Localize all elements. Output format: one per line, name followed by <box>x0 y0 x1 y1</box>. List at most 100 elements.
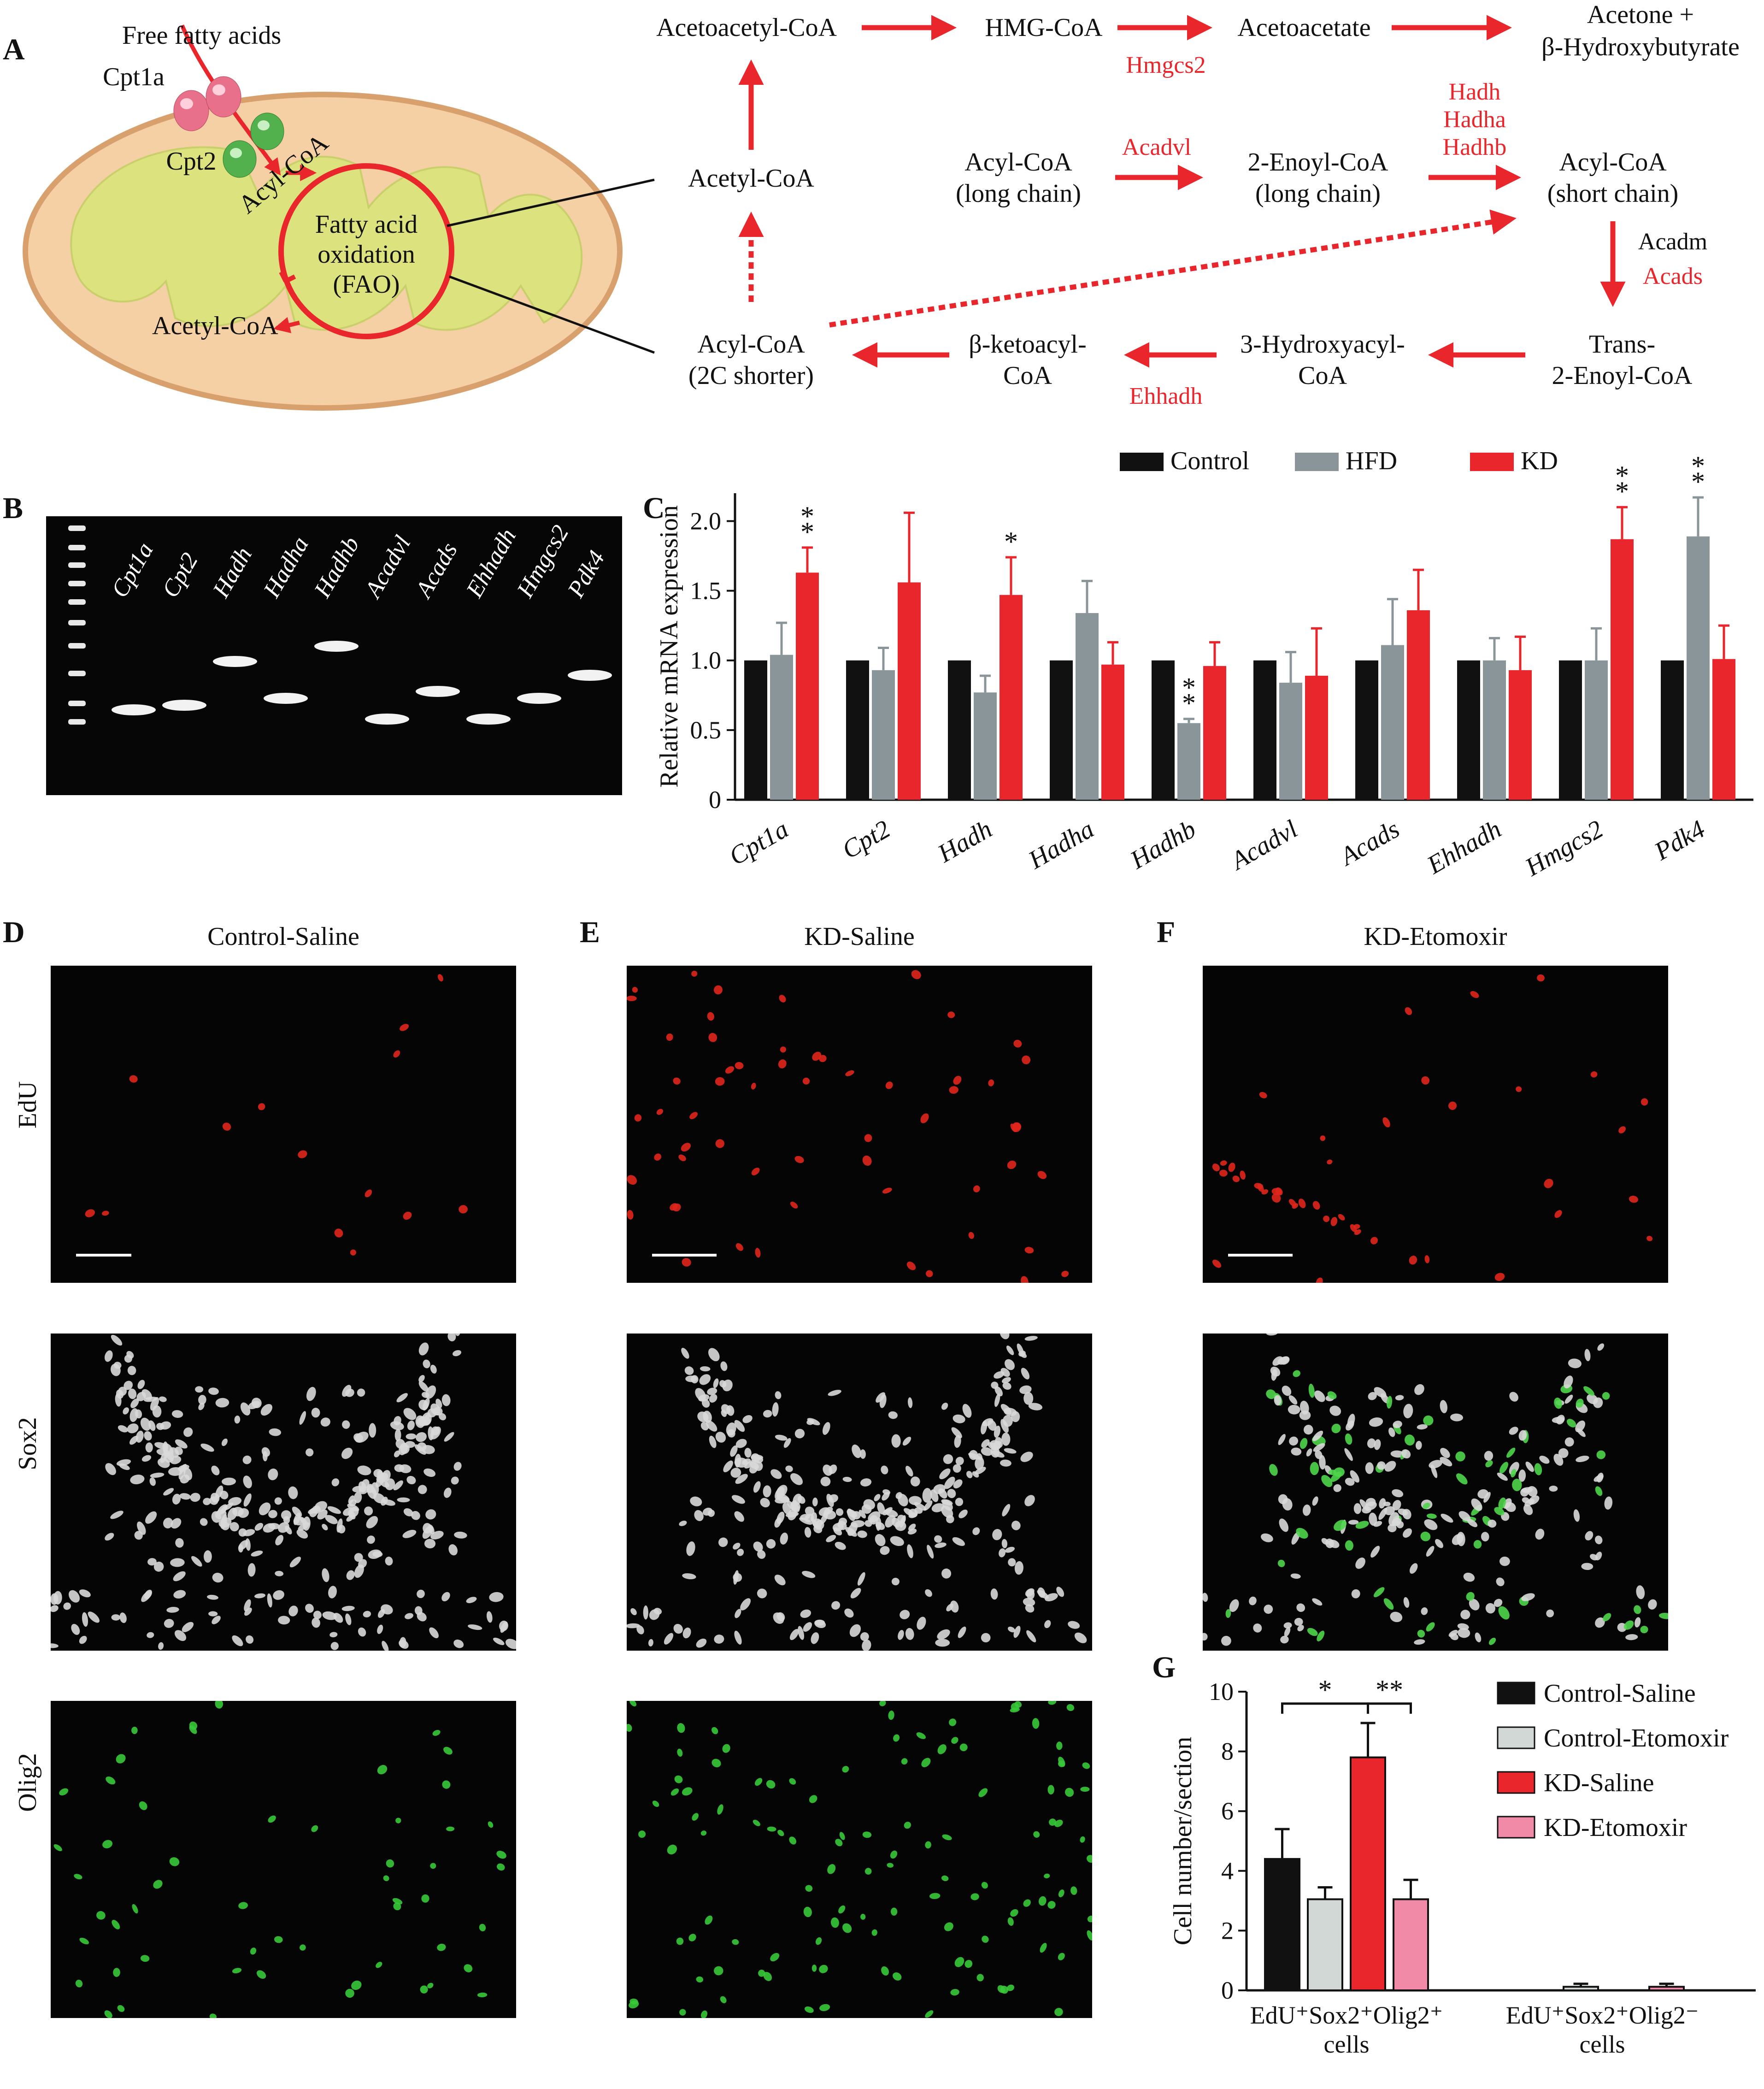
cell-nucleus <box>740 1598 751 1611</box>
cell-nucleus <box>1321 1475 1333 1487</box>
cell-nucleus <box>707 1387 717 1395</box>
cell-nucleus <box>699 1374 711 1385</box>
cell-nucleus <box>904 1822 911 1829</box>
cell-nucleus <box>875 1534 886 1546</box>
cell-nucleus <box>183 1467 193 1481</box>
cell-nucleus <box>1021 1368 1030 1380</box>
cell-nucleus <box>1032 1718 1040 1729</box>
fao-label-1: Fatty acid <box>315 210 418 239</box>
cell-nucleus <box>1506 1447 1516 1458</box>
cell-nucleus <box>1566 1419 1576 1428</box>
cell-nucleus <box>273 1590 284 1600</box>
cell-nucleus <box>1523 1504 1533 1515</box>
cell-nucleus <box>667 1844 677 1855</box>
cell-nucleus <box>1374 1387 1387 1398</box>
cell-nucleus <box>364 1506 373 1516</box>
cell-nucleus <box>927 1545 934 1559</box>
cell-nucleus <box>1302 1504 1311 1516</box>
cell-nucleus <box>718 1537 728 1547</box>
cell-nucleus <box>394 1450 400 1458</box>
cell-nucleus <box>1552 1416 1565 1423</box>
cell-nucleus <box>862 1640 871 1651</box>
cell-nucleus <box>254 1522 264 1531</box>
cell-nucleus <box>1056 1741 1063 1750</box>
panel-label-c: C <box>643 491 665 525</box>
cell-nucleus <box>1458 1628 1470 1638</box>
cell-nucleus <box>246 1635 254 1644</box>
cell-nucleus <box>908 1512 917 1518</box>
cell-nucleus <box>885 1515 895 1528</box>
cell-nucleus <box>288 1486 298 1499</box>
cell-nucleus <box>857 1530 867 1538</box>
cell-nucleus <box>1646 1236 1653 1241</box>
cell-nucleus <box>1417 1629 1425 1638</box>
cell-nucleus <box>406 1433 417 1440</box>
chart-g-xtick-label-2: cells <box>1580 2030 1625 2058</box>
cell-nucleus <box>1511 1469 1517 1478</box>
cell-nucleus <box>51 1593 59 1605</box>
cell-nucleus <box>973 1185 980 1192</box>
cell-nucleus <box>677 1723 685 1733</box>
cell-nucleus <box>1641 1098 1648 1106</box>
cell-nucleus <box>831 1601 841 1610</box>
cell-nucleus <box>753 1481 761 1493</box>
cell-nucleus <box>723 1460 733 1473</box>
cell-nucleus <box>118 1425 128 1433</box>
cell-nucleus <box>497 1863 505 1871</box>
scale-bar-f <box>1228 1254 1293 1257</box>
cell-nucleus <box>811 1632 819 1644</box>
cell-nucleus <box>1440 1400 1447 1413</box>
cell-nucleus <box>1379 1498 1386 1509</box>
cell-nucleus <box>163 1488 174 1496</box>
cell-nucleus <box>1435 1539 1444 1548</box>
cell-nucleus <box>1038 1896 1047 1906</box>
cell-nucleus <box>263 1523 276 1533</box>
cell-nucleus <box>390 1421 404 1430</box>
chart-c-significance: * <box>800 517 814 547</box>
cell-nucleus <box>399 1640 409 1649</box>
cell-nucleus <box>275 1534 284 1546</box>
cell-nucleus <box>1323 1216 1330 1222</box>
cell-nucleus <box>459 1205 468 1214</box>
cell-nucleus <box>997 1985 1005 1993</box>
cell-nucleus <box>1388 1524 1397 1533</box>
chart-c-xtick-label: Cpt2 <box>837 815 895 865</box>
cell-nucleus <box>676 1937 684 1945</box>
chart-c-bar-kd <box>1000 595 1023 800</box>
cell-nucleus <box>697 1411 709 1422</box>
cell-nucleus <box>79 1589 91 1598</box>
cell-nucleus <box>260 1404 273 1416</box>
cell-nucleus <box>935 1639 950 1647</box>
cell-nucleus <box>832 1522 844 1532</box>
cell-nucleus <box>1362 1506 1371 1514</box>
cell-nucleus <box>1370 1237 1378 1245</box>
chart-c-significance: * <box>800 501 814 531</box>
cell-nucleus <box>757 1588 767 1599</box>
cell-nucleus <box>1350 1470 1359 1483</box>
chart-c-legend-label: HFD <box>1346 447 1397 475</box>
cell-nucleus <box>234 1416 241 1424</box>
cell-nucleus <box>794 1428 805 1439</box>
cell-nucleus <box>632 986 638 993</box>
cell-nucleus <box>132 1904 138 1914</box>
cell-nucleus <box>175 1446 183 1455</box>
cell-nucleus <box>916 1732 926 1739</box>
chart-c-ytick-label: 1.0 <box>690 647 722 674</box>
cell-nucleus <box>96 1911 106 1920</box>
enzyme-hadhb: Hadhb <box>1442 134 1507 160</box>
cell-nucleus <box>1346 1420 1354 1431</box>
cell-nucleus <box>105 1463 116 1475</box>
cell-nucleus <box>85 1209 95 1217</box>
cell-nucleus <box>212 1573 223 1583</box>
cell-nucleus <box>1387 1396 1393 1409</box>
cell-nucleus <box>779 995 786 1003</box>
chart-g-bracket-label: ** <box>1376 1675 1403 1705</box>
cell-nucleus <box>195 1386 204 1393</box>
cell-nucleus <box>1044 1620 1051 1629</box>
cell-nucleus <box>129 1435 139 1445</box>
gel-lane-label: Hadh <box>208 543 258 602</box>
cell-nucleus <box>1065 1788 1074 1797</box>
cell-nucleus <box>988 1442 999 1451</box>
cell-nucleus <box>1509 1392 1518 1402</box>
cell-nucleus <box>150 1472 165 1478</box>
